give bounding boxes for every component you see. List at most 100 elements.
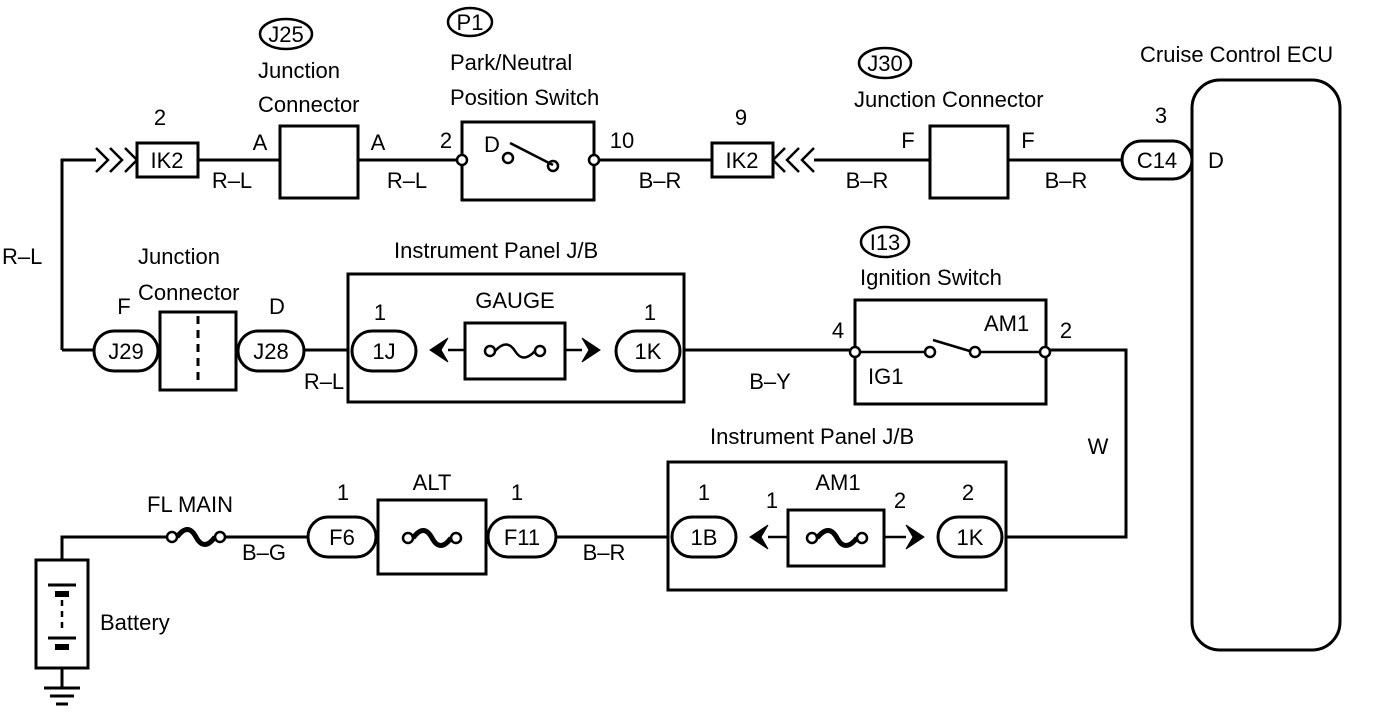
connector-chevron [771,147,786,173]
connector-chevron [785,147,800,173]
instrument-panel-jb-lower: Instrument Panel J/B 1 1 2 2 AM1 1B 1K [666,424,1008,592]
fuse-terminal [213,530,227,544]
ik2-left-box [135,141,200,179]
ik2-right-label: IK2 [725,148,758,173]
p1-name-line2: Position Switch [450,85,599,110]
j30-box [928,124,1010,200]
ip-jb-lower-inner-right-pin: 2 [894,488,906,513]
ip-jb-lower-left-pin: 1 [698,480,710,505]
j30-name: Junction Connector [854,87,1044,112]
wire-label: B–R [639,168,682,193]
wire-label: R–L [304,369,344,394]
connector-chevron [124,147,139,173]
p1-terminal [455,153,469,167]
i13-terminal [1038,345,1052,359]
f6-pin: 1 [337,480,349,505]
j25-junction-connector: J25 Junction Connector A A [253,17,386,200]
p1-pin-left: 2 [440,128,452,153]
ip-jb-upper-left-pin: 1 [374,300,386,325]
fuse-terminal [401,531,415,545]
j30-pin-right: F [1021,128,1034,153]
gauge-fuse-label: GAUGE [475,288,554,313]
i13-code: I13 [870,230,901,255]
j25-name-line1: Junction [258,58,340,83]
ecu-box [1190,78,1342,652]
p1-box [460,120,596,202]
switch-contact [968,345,982,359]
f11-label: F11 [504,525,540,550]
p1-park-neutral-switch: P1 Park/Neutral Position Switch 2 10 D [440,6,634,202]
am1-fuse-label: AM1 [815,470,860,495]
i13-terminal [848,345,862,359]
battery-name: Battery [100,610,170,635]
p1-contact-label: D [484,132,500,157]
battery: Battery [34,558,170,706]
alt-fusible-link: ALT 1 1 F6 F11 [306,470,558,576]
p1-name-line1: Park/Neutral [450,50,572,75]
fusible-link-element [410,528,454,548]
fuse-terminal [165,530,179,544]
connector-chevron [800,147,815,173]
f6-label: F6 [329,525,355,550]
wire-label: R–L [212,168,252,193]
p1-code: P1 [457,10,484,35]
fl-main-fusible-link: FL MAIN [147,492,233,547]
solid-chevron [429,337,449,363]
j29-connector-oval [92,329,160,373]
solid-chevron [905,524,925,550]
j30-code: J30 [867,51,902,76]
j30-pin-left: F [901,128,914,153]
fuse-terminal [855,531,869,545]
ik2-right-connector: 9 IK2 [710,105,815,179]
ip-jb-lower-right-pin: 2 [962,480,974,505]
wire-battery-flmain [60,535,168,560]
i13-ig1-label: IG1 [868,364,903,389]
1k-lower-label: 1K [957,525,984,550]
1b-connector-oval [670,515,738,559]
i13-pin-left: 4 [832,318,844,343]
f11-connector-oval [486,515,558,559]
1j-connector-oval [350,329,418,373]
ik2-left-connector: 2 IK2 [95,105,200,179]
j28-name-line1: Junction [138,244,220,269]
1k-upper-connector-oval [614,329,682,373]
j30-code-oval [857,46,913,80]
j29-pin: F [117,294,130,319]
fusible-link-element [174,527,218,547]
wire-label: B–Y [749,369,791,394]
i13-name: Ignition Switch [860,265,1002,290]
fuse-terminal [805,531,819,545]
j25-pin-right: A [371,130,386,155]
f11-pin: 1 [511,480,523,505]
j25-code-oval [258,17,314,51]
j29-j28-junction-connector: Junction Connector F D J29 J28 [92,244,306,392]
wire-label: B–R [583,540,626,565]
j25-box [278,124,360,200]
connector-chevron [95,147,110,173]
wire-label: B–R [1045,168,1088,193]
wire-label: R–L [387,168,427,193]
ip-jb-upper-right-pin: 1 [644,300,656,325]
ip-jb-upper-name: Instrument Panel J/B [394,238,598,263]
i13-code-oval [859,225,911,259]
1b-label: 1B [691,525,718,550]
wire-label: W [1088,434,1109,459]
wire-ign-right [1006,348,1128,539]
ecu-connector: C14 [1137,148,1177,173]
wire-top-left [60,158,96,350]
connector-chevron [109,147,124,173]
p1-pin-right: 10 [610,128,634,153]
ecu-pin: 3 [1155,103,1167,128]
ik2-right-pin: 9 [735,105,747,130]
1k-lower-connector-oval [936,515,1004,559]
fuse-terminal [449,531,463,545]
switch-blade [932,338,974,354]
wire-label: B–G [242,540,286,565]
fl-main-name: FL MAIN [147,492,233,517]
1j-label: 1J [372,339,395,364]
j25-code: J25 [268,22,303,47]
solid-chevron [749,524,769,550]
ecu-terminal: D [1208,148,1224,173]
j29-label: J29 [108,339,143,364]
